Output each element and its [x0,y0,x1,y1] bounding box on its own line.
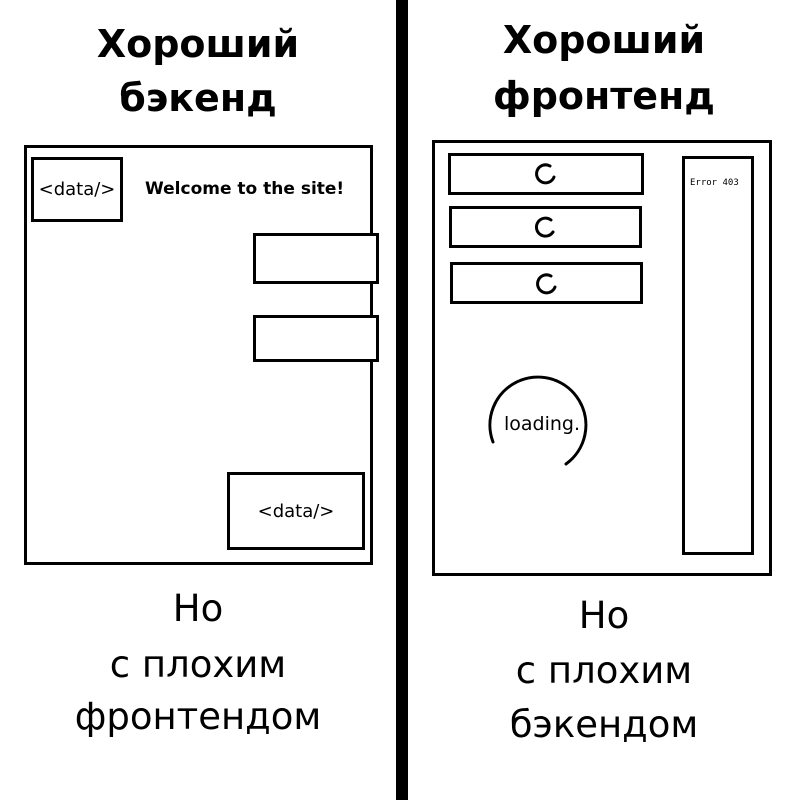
center-divider [396,0,408,800]
welcome-text: Welcome to the site! [145,179,345,199]
empty-field-1 [253,233,379,284]
loading-text: loading. [504,413,581,435]
loading-row-2 [449,206,642,248]
data-tag-bottom: <data/> [227,472,365,550]
loading-row-1 [448,153,644,195]
left-caption-line2: с плохим [109,643,287,686]
spinner-icon [535,273,556,295]
right-caption-line3: бэкендом [509,703,699,746]
right-title-line2: фронтенд [492,74,715,118]
right-caption-line2: с плохим [515,649,693,692]
left-title-line2: бэкенд [119,76,277,120]
empty-field-2 [253,315,379,362]
error-403-text: Error 403 [690,178,739,188]
loading-row-3 [450,262,643,304]
left-title-line1: Хороший [96,22,300,66]
spinner-icon [535,163,556,185]
left-caption-line3: фронтендом [74,695,322,738]
right-title-line1: Хороший [502,18,706,62]
error-sidebar [682,156,754,555]
left-caption-line1: Но [172,587,224,630]
large-loading-spinner-icon [488,375,588,466]
right-caption-line1: Но [578,594,630,637]
spinner-icon [534,216,554,238]
data-tag-top: <data/> [31,157,123,222]
